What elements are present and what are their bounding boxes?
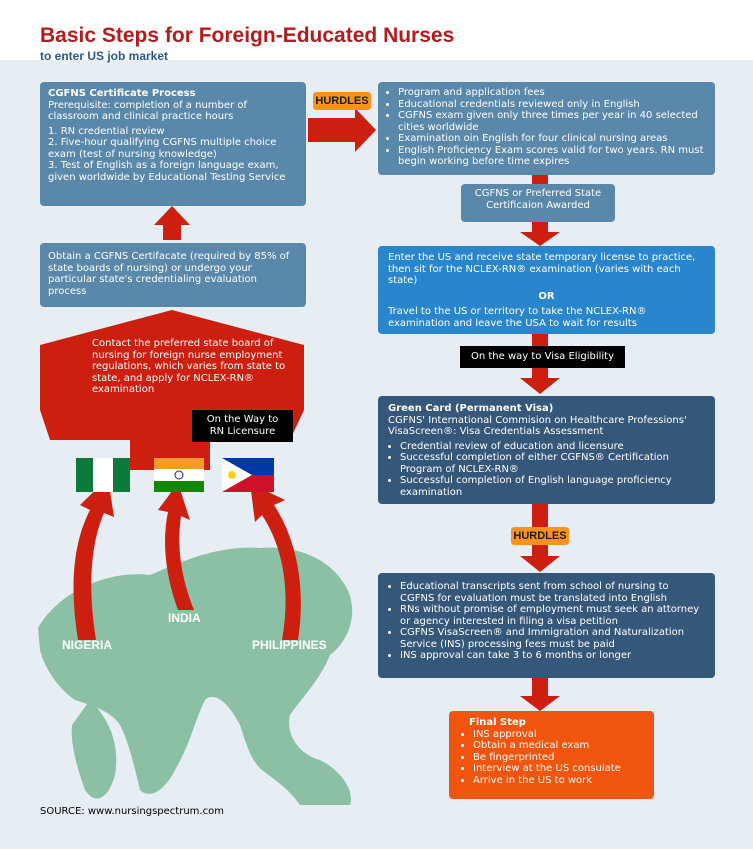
header-bar [0, 0, 753, 60]
enter-us-box: Enter the US and receive state temporary… [378, 246, 715, 334]
certificate-awarded-text: CGFNS or Preferred State Certificaion Aw… [474, 188, 602, 211]
cgfns-process-box: CGFNS Certificate Process Prerequisite: … [40, 82, 306, 206]
list-item: Arrive in the US to work [473, 775, 642, 787]
obtain-certificate-box: Obtain a CGFNS Certifacate (required by … [40, 243, 306, 307]
hurdles-top-box: Program and application fees Educational… [378, 82, 715, 175]
down-arrow-5 [520, 678, 560, 711]
hurdles-bottom-list: Educational transcripts sent from school… [388, 581, 705, 662]
list-item: English Proficiency Exam scores valid fo… [398, 145, 707, 168]
list-item: Examination oin English for four clinica… [398, 133, 707, 145]
country-label-india: INDIA [168, 611, 201, 625]
up-arrow [154, 206, 190, 240]
cgfns-step: 3. Test of English as a foreign language… [48, 160, 286, 183]
philippines-flag-icon [222, 458, 274, 492]
country-label-nigeria: NIGERIA [62, 638, 113, 652]
list-item: INS approval can take 3 to 6 months or l… [400, 650, 705, 662]
contact-board-text: Contact the preferred state board of nur… [92, 338, 286, 395]
enter-us-option-1: Enter the US and receive state temporary… [388, 252, 696, 286]
list-item: Interview at the US consulate [473, 763, 642, 775]
cgfns-prerequisite: Prerequisite: completion of a number of … [48, 99, 247, 123]
list-item: Be fingerprinted [473, 752, 642, 764]
green-card-list: Credential review of education and licen… [388, 441, 705, 499]
list-item: CGFNS VisaScreen® and Immigration and Na… [400, 627, 705, 650]
hurdles-bottom-box: Educational transcripts sent from school… [378, 573, 715, 678]
list-item: RNs without promise of employment must s… [400, 604, 705, 627]
cgfns-step: 2. Five-hour qualifying CGFNS multiple c… [48, 137, 277, 160]
nigeria-flag-icon [76, 458, 130, 492]
down-arrow-2 [520, 222, 560, 246]
green-card-heading: Green Card (Permanent Visa) [388, 403, 554, 414]
country-label-philippines: PHILIPPINES [252, 638, 327, 652]
final-step-box: Final Step INS approval Obtain a medical… [449, 711, 654, 799]
hurdles-badge-top: HURDLES [313, 92, 371, 110]
india-flag-icon [154, 458, 204, 492]
list-item: Educational credentials reviewed only in… [398, 99, 707, 111]
licensure-tag: On the Way to RN Licensure [192, 410, 293, 442]
green-card-intro: CGFNS' International Commision on Health… [388, 414, 687, 438]
cgfns-step: 1. RN credential review [48, 125, 165, 137]
list-item: Program and application fees [398, 87, 707, 99]
page-title: Basic Steps for Foreign-Educated Nurses [40, 24, 455, 47]
source-credit: SOURCE: www.nursingspectrum.com [40, 806, 224, 817]
cgfns-process-heading: CGFNS Certificate Process [48, 88, 196, 99]
country-arrows [73, 478, 301, 640]
final-step-heading: Final Step [469, 717, 526, 728]
hurdles-top-list: Program and application fees Educational… [386, 87, 707, 168]
list-item: Credential review of education and licen… [400, 441, 705, 453]
visa-eligibility-tag: On the way to Visa Eligibility [460, 346, 625, 368]
enter-us-option-2: Travel to the US or territory to take th… [388, 306, 647, 329]
hurdles-badge-bottom: HURDLES [511, 527, 569, 545]
page-subtitle: to enter US job market [40, 49, 169, 63]
or-label: OR [538, 290, 555, 302]
list-item: INS approval [473, 729, 642, 741]
list-item: CGFNS exam given only three times per ye… [398, 110, 707, 133]
list-item: Successful completion of English languag… [400, 475, 705, 498]
list-item: Obtain a medical exam [473, 740, 642, 752]
world-map [38, 547, 353, 805]
green-card-box: Green Card (Permanent Visa) CGFNS' Inter… [378, 396, 715, 504]
list-item: Educational transcripts sent from school… [400, 581, 705, 604]
final-step-list: INS approval Obtain a medical exam Be fi… [461, 729, 642, 787]
list-item: Successful completion of either CGFNS® C… [400, 452, 705, 475]
certificate-awarded-box: CGFNS or Preferred State Certificaion Aw… [461, 184, 615, 222]
obtain-certificate-text: Obtain a CGFNS Certifacate (required by … [48, 251, 290, 297]
right-arrow-hurdles [308, 108, 376, 152]
